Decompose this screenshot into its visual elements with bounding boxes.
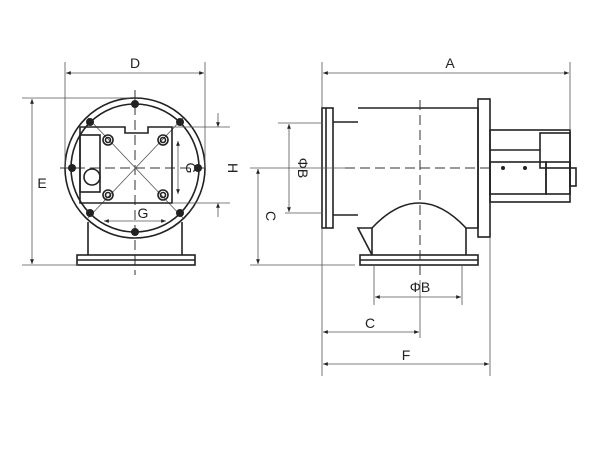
- dim-label-c-bottom: C: [365, 315, 375, 331]
- dim-label-e: E: [37, 175, 46, 191]
- actuator: [489, 129, 577, 203]
- dim-label-f: F: [402, 347, 411, 363]
- front-view: D E H G G: [22, 55, 241, 275]
- port-circle: [83, 168, 101, 186]
- dim-label-g-vertical: G: [183, 163, 199, 174]
- dim-label-d: D: [130, 55, 140, 71]
- side-view: A ΦB C ΦB C F: [250, 55, 577, 376]
- outlet-dome: [371, 202, 467, 229]
- actuator-body-outline: [79, 126, 173, 204]
- dim-label-c-left: C: [263, 211, 279, 221]
- flange-bolts: [68, 100, 202, 236]
- inner-bolts: [102, 134, 169, 201]
- dim-label-g-horizontal: G: [138, 205, 149, 221]
- valve-body: [356, 107, 479, 256]
- dim-label-h: H: [225, 163, 241, 173]
- dim-label-a: A: [445, 55, 455, 71]
